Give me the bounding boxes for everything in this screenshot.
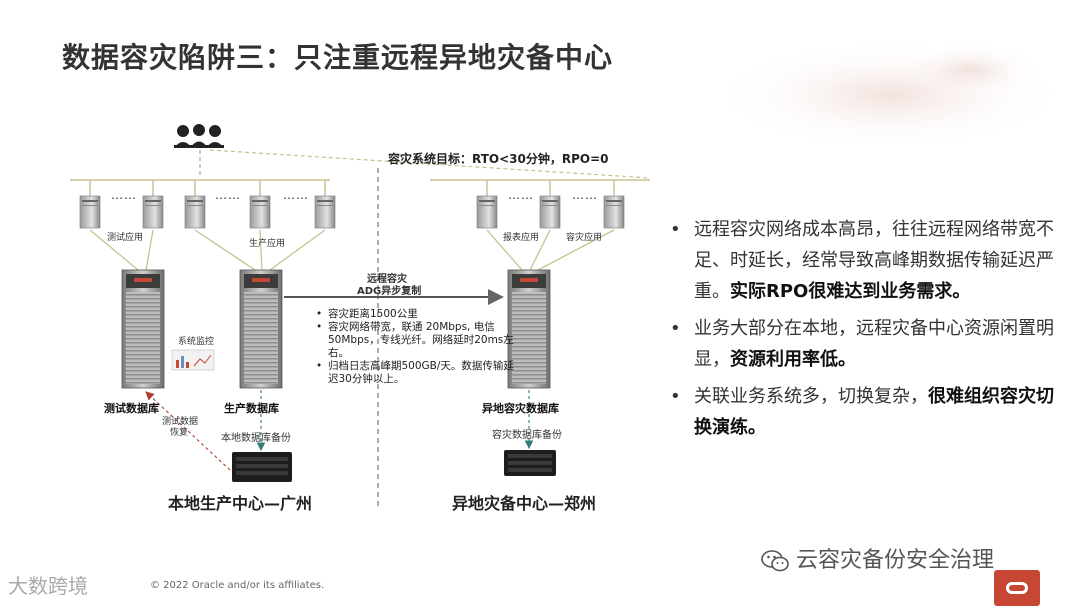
server-icon <box>184 195 206 229</box>
server-icon <box>314 195 336 229</box>
decorative-pattern <box>710 40 1050 150</box>
users-icon <box>174 124 224 148</box>
server-icon <box>249 195 271 229</box>
replication-label-line2: ADG异步复制 <box>357 286 422 297</box>
monitor-chart-icon <box>171 349 215 371</box>
ellipsis: …… <box>572 188 598 202</box>
note-item: 容灾距离1500公里 <box>314 308 514 321</box>
backup-storage-icon <box>232 452 292 482</box>
watermark-right: 云容灾备份安全治理 <box>760 542 994 574</box>
ellipsis: …… <box>508 188 534 202</box>
database-rack-prod <box>239 269 283 389</box>
dr-goal-label: 容灾系统目标：RTO<30分钟，RPO=0 <box>388 152 609 166</box>
app-label-dr: 容灾应用 <box>566 233 603 243</box>
bullet-item: • 远程容灾网络成本高昂，往往远程网络带宽不足、时延长，经常导致高峰期数据传输延… <box>664 214 1064 307</box>
note-item: 归档日志高峰期500GB/天。数据传输延迟30分钟以上。 <box>314 360 514 386</box>
wechat-icon <box>761 550 789 572</box>
db-label-prod: 生产数据库 <box>224 402 279 415</box>
bullet-item: • 业务大部分在本地，远程灾备中心资源闲置明显，资源利用率低。 <box>664 313 1064 375</box>
server-icon <box>476 195 498 229</box>
app-label-report: 报表应用 <box>503 233 540 243</box>
oracle-logo-icon <box>994 570 1040 606</box>
bullet-item: • 关联业务系统多，切换复杂，很难组织容灾切换演练。 <box>664 381 1064 443</box>
server-icon <box>79 195 101 229</box>
database-rack-dr <box>507 269 551 389</box>
center-label-remote: 异地灾备中心—郑州 <box>452 494 597 513</box>
app-label-test: 测试应用 <box>107 233 144 243</box>
database-rack-test <box>121 269 165 389</box>
server-icon <box>603 195 625 229</box>
backup-storage-icon <box>504 450 556 476</box>
bullet-dot-icon: • <box>670 318 681 339</box>
db-label-test: 测试数据库 <box>104 402 159 415</box>
bullet-list: • 远程容灾网络成本高昂，往往远程网络带宽不足、时延长，经常导致高峰期数据传输延… <box>664 214 1064 449</box>
bullet-dot-icon: • <box>670 219 681 240</box>
db-label-dr: 异地容灾数据库 <box>482 402 559 415</box>
restore-label-line2: 恢复 <box>170 428 189 438</box>
backup-label-local: 本地数据库备份 <box>221 433 291 444</box>
app-label-prod: 生产应用 <box>249 239 286 249</box>
copyright-text: © 2022 Oracle and/or its affiliates. <box>150 580 325 591</box>
server-icon <box>539 195 561 229</box>
ellipsis: …… <box>215 188 241 202</box>
watermark-left: 大数跨境 <box>8 574 88 598</box>
app-servers <box>79 195 625 229</box>
bullet-dot-icon: • <box>670 386 681 407</box>
ellipsis: …… <box>283 188 309 202</box>
monitor-label: 系统监控 <box>178 337 215 347</box>
network-notes: 容灾距离1500公里 容灾网络带宽，联通 20Mbps, 电信50Mbps，专线… <box>314 308 514 386</box>
ellipsis: …… <box>111 188 137 202</box>
center-label-local: 本地生产中心—广州 <box>168 494 313 513</box>
note-item: 容灾网络带宽，联通 20Mbps, 电信50Mbps，专线光纤。网络延时20ms… <box>314 321 514 360</box>
restore-label-line1: 测试数据 <box>162 417 199 427</box>
server-icon <box>142 195 164 229</box>
slide-title: 数据容灾陷阱三：只注重远程异地灾备中心 <box>62 41 614 74</box>
replication-label-line1: 远程容灾 <box>367 274 407 285</box>
backup-label-dr: 容灾数据库备份 <box>492 430 562 441</box>
